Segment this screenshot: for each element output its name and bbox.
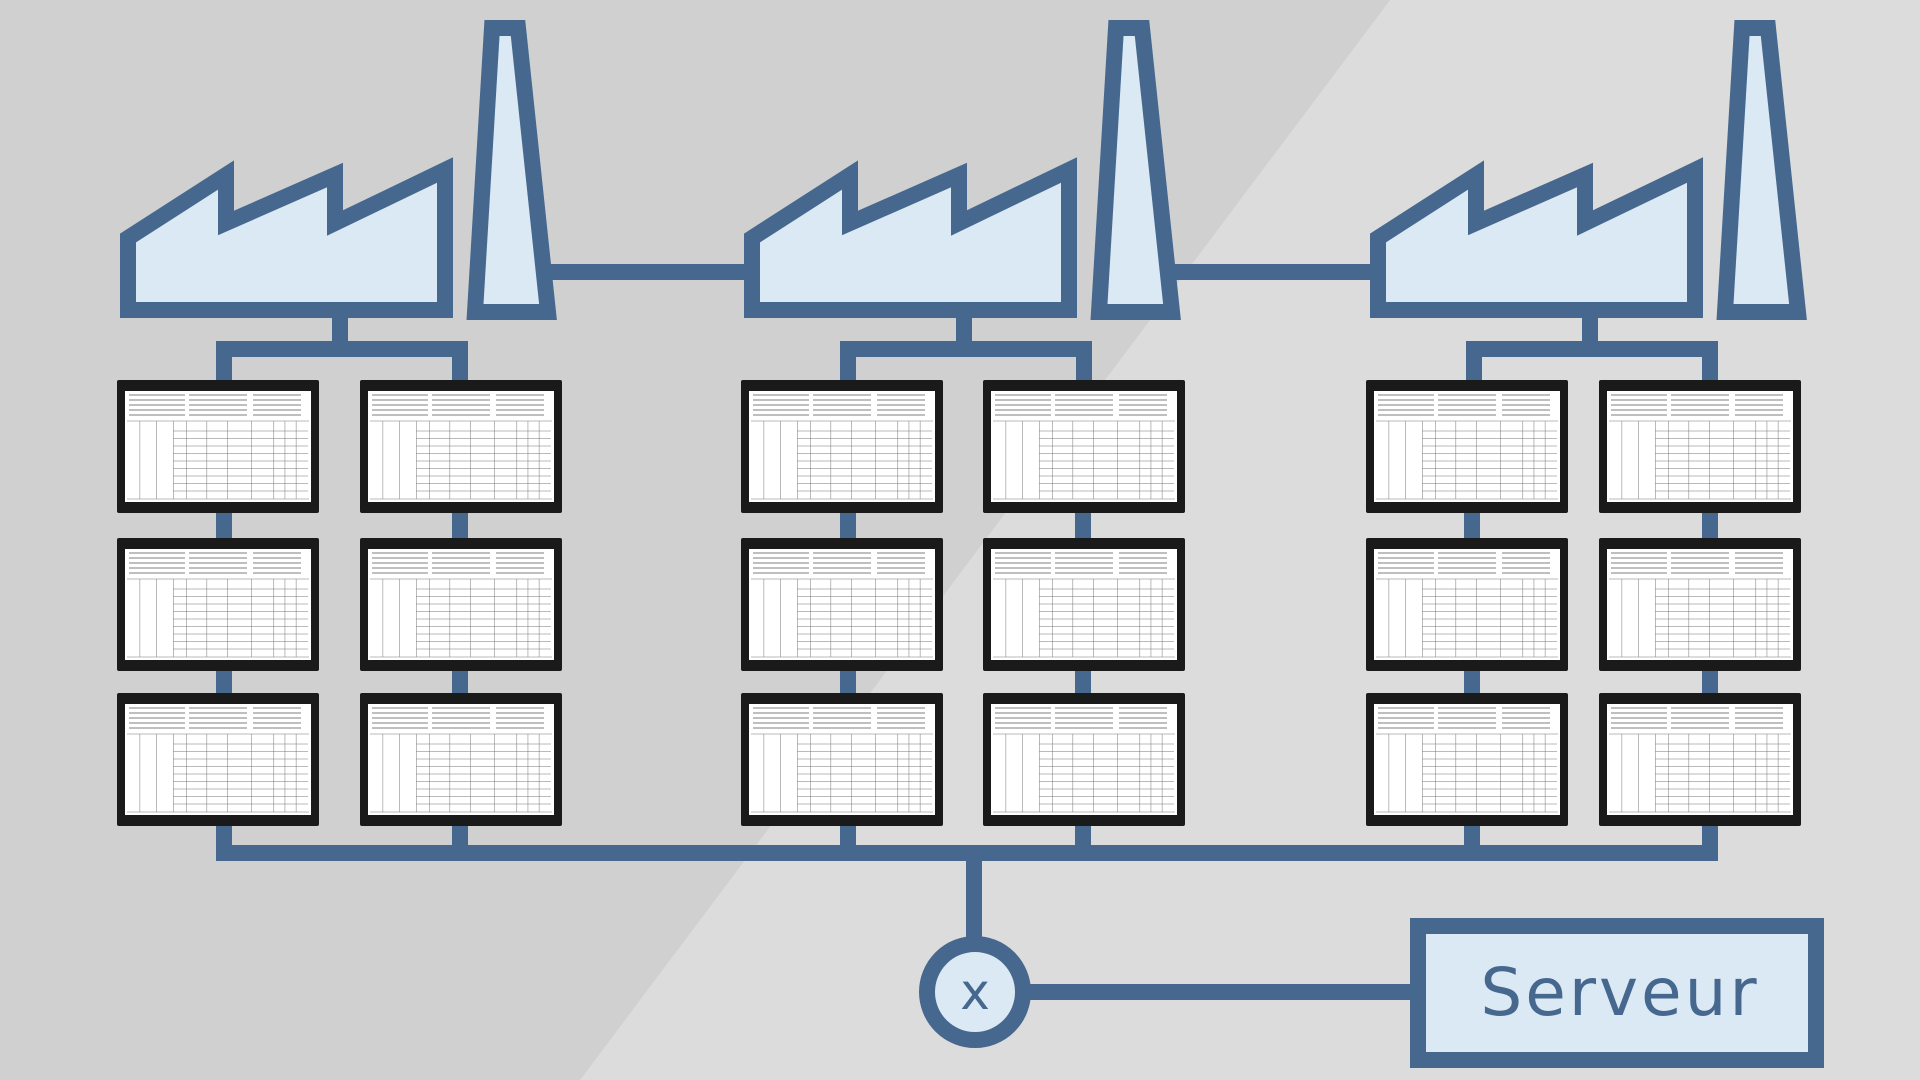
chimney [466,20,557,320]
monitor-screen [117,538,319,671]
monitor-screen [1366,693,1568,826]
monitor-screen [1366,380,1568,513]
factory-2 [744,20,1181,392]
monitor-screen [117,693,319,826]
factory-3 [1370,20,1807,392]
monitor-screen [360,693,562,826]
spreadsheet-document [991,391,1177,502]
spreadsheet-document [125,391,311,502]
monitor-screen [1366,538,1568,671]
monitor-screen [1599,538,1801,671]
factory-branch [840,341,1092,392]
spreadsheet-document [368,391,554,502]
spreadsheet-document [1374,549,1560,660]
monitor-screen [983,538,1185,671]
spreadsheet-document [991,704,1177,815]
spreadsheet-document [1607,704,1793,815]
factory-1 [120,20,557,392]
multiplexer-label: x [960,963,990,1021]
monitor-screen [741,538,943,671]
spreadsheet-document [991,549,1177,660]
spreadsheet-document [1374,391,1560,502]
spreadsheet-document [368,704,554,815]
monitor-screen [741,380,943,513]
multiplexer-icon: x [919,936,1031,1048]
spreadsheet-document [125,704,311,815]
chimney [1090,20,1181,320]
monitor-screen [117,380,319,513]
multiplexer-circle [919,936,1031,1048]
spreadsheet-document [749,391,935,502]
spreadsheet-document [749,549,935,660]
spreadsheet-document [1607,391,1793,502]
spreadsheet-document [1607,549,1793,660]
monitor-screen [983,693,1185,826]
chimney [1716,20,1807,320]
monitor-screen [1599,693,1801,826]
server-label: Serveur [1480,954,1759,1031]
spreadsheet-document [1374,704,1560,815]
monitor-screen [1599,380,1801,513]
spreadsheet-document [125,549,311,660]
monitor-network [117,380,1801,853]
server-link: x Serveur [216,845,1824,1068]
factories [120,20,1807,392]
spreadsheet-document [368,549,554,660]
server-box: Serveur [1410,918,1824,1068]
factory-building [1370,157,1703,318]
factory-building [120,157,453,318]
factory-building [744,157,1077,318]
factory-branch [216,341,468,392]
monitor-screen [360,538,562,671]
monitor-screen [741,693,943,826]
monitor-screen [360,380,562,513]
monitor-screen [983,380,1185,513]
server-rect [1410,918,1824,1068]
factory-branch [1466,341,1718,392]
spreadsheet-document [749,704,935,815]
